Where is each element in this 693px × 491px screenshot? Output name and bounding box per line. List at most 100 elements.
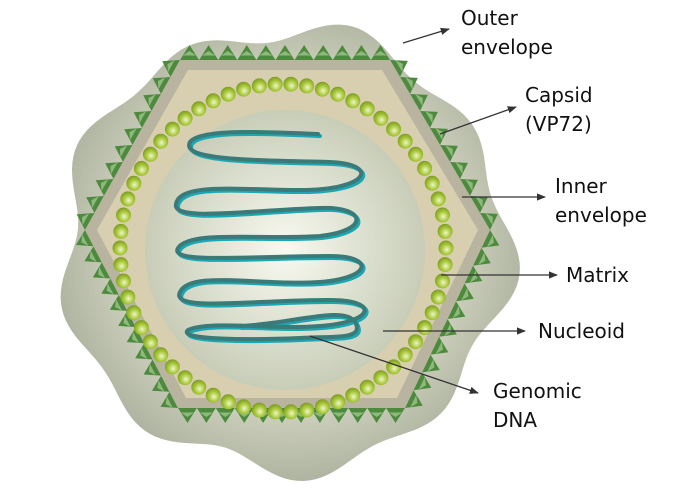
capsid-spike-highlight — [167, 60, 175, 73]
nucleoid — [145, 110, 425, 390]
matrix-bead — [120, 191, 136, 207]
capsid-spike-highlight — [435, 128, 443, 141]
capsid-spike — [95, 179, 114, 196]
matrix-bead — [177, 110, 193, 126]
matrix-bead — [437, 257, 453, 273]
leader-outer-envelope — [402, 27, 450, 44]
capsid-spike-highlight — [119, 145, 128, 158]
capsid-spike-highlight — [148, 364, 156, 376]
matrix-bead — [359, 379, 375, 395]
capsid-spike-highlight — [199, 412, 213, 417]
capsid-spike-highlight — [475, 196, 483, 209]
matrix-bead — [438, 240, 454, 256]
matrix-bead — [153, 347, 169, 363]
capsid-spike — [481, 230, 500, 248]
capsid-spike-highlight — [332, 412, 346, 417]
capsid-spike-highlight — [370, 412, 384, 417]
capsid-spike — [152, 375, 170, 392]
capsid-spike-highlight — [486, 234, 494, 248]
capsid-spike-highlight — [373, 51, 388, 56]
capsid-spike-highlight — [221, 51, 235, 56]
capsid-spike — [422, 354, 440, 373]
capsid-spike — [439, 319, 457, 337]
capsid-spike-highlight — [91, 196, 99, 209]
capsid-spike-highlight — [427, 359, 435, 372]
matrix-bead — [330, 86, 346, 102]
matrix-bead — [314, 81, 330, 97]
capsid-spike-highlight — [89, 250, 97, 262]
label-outer-envelope: Outer envelope — [461, 4, 553, 62]
capsid-spike — [86, 196, 104, 213]
label-line: Outer — [461, 6, 518, 30]
capsid-spike — [118, 310, 136, 328]
capsid-spike-highlight — [182, 51, 197, 56]
matrix-bead — [142, 334, 158, 350]
matrix-bead — [345, 93, 361, 109]
capsid-spike — [440, 145, 458, 162]
capsid-spike — [84, 246, 102, 263]
capsid-spike-highlight — [455, 162, 463, 175]
label-line: envelope — [461, 35, 553, 59]
capsid-spike-highlight — [354, 51, 368, 56]
capsid-spike — [460, 179, 478, 196]
matrix-bead — [430, 289, 446, 305]
capsid-spike — [101, 278, 119, 295]
capsid-spike — [413, 372, 432, 391]
capsid-spike-highlight — [180, 412, 195, 417]
capsid-spike — [124, 128, 142, 145]
matrix-bead — [435, 273, 450, 289]
capsid-spike-highlight — [445, 145, 453, 158]
capsid-spike — [430, 336, 449, 355]
matrix-bead — [113, 223, 129, 239]
capsid-spike-highlight — [132, 331, 139, 343]
matrix-bead — [397, 133, 413, 149]
capsid-spike-highlight — [485, 213, 493, 226]
capsid-spike-highlight — [415, 94, 423, 107]
capsid-spike — [160, 391, 178, 408]
matrix-bead — [113, 257, 129, 273]
capsid-spike — [76, 213, 95, 230]
capsid-spike — [135, 343, 153, 360]
matrix-bead — [205, 93, 221, 109]
matrix-bead — [373, 110, 389, 126]
capsid-spike-highlight — [444, 323, 452, 337]
matrix-bead — [435, 207, 450, 223]
label-line: Nucleoid — [538, 319, 625, 343]
capsid-spike — [105, 162, 123, 179]
matrix-bead — [359, 101, 375, 117]
capsid-spike-highlight — [148, 94, 156, 107]
capsid-spike-highlight — [100, 179, 109, 192]
matrix-bead — [164, 359, 180, 375]
matrix-bead — [417, 320, 433, 336]
capsid-spike-highlight — [218, 412, 232, 417]
capsid-spike — [470, 196, 488, 213]
matrix-bead — [133, 160, 149, 176]
capsid-spike — [143, 359, 162, 376]
capsid-spike — [410, 94, 428, 111]
capsid-spike-highlight — [202, 51, 216, 56]
capsid-spike-highlight — [140, 347, 148, 360]
matrix-bead — [220, 394, 236, 410]
capsid-spike-highlight — [81, 234, 89, 246]
matrix-bead — [386, 121, 402, 137]
label-nucleoid: Nucleoid — [538, 317, 625, 346]
matrix-bead — [408, 334, 424, 350]
capsid-spike — [405, 390, 423, 408]
matrix-bead — [345, 387, 361, 403]
capsid-spike-highlight — [452, 305, 460, 319]
matrix-bead — [283, 76, 299, 92]
matrix-bead — [164, 121, 180, 137]
matrix-bead — [408, 146, 424, 162]
label-line: Inner — [555, 174, 607, 198]
capsid-spike — [126, 327, 145, 344]
capsid-spike-highlight — [98, 266, 106, 279]
capsid-spike-highlight — [405, 77, 413, 90]
matrix-bead — [116, 207, 131, 223]
matrix-bead — [314, 399, 330, 415]
capsid-spike-highlight — [461, 288, 469, 301]
label-line: DNA — [493, 408, 538, 432]
capsid-spike-highlight — [395, 60, 403, 73]
capsid-spike-highlight — [138, 111, 147, 124]
matrix-bead — [267, 76, 283, 92]
